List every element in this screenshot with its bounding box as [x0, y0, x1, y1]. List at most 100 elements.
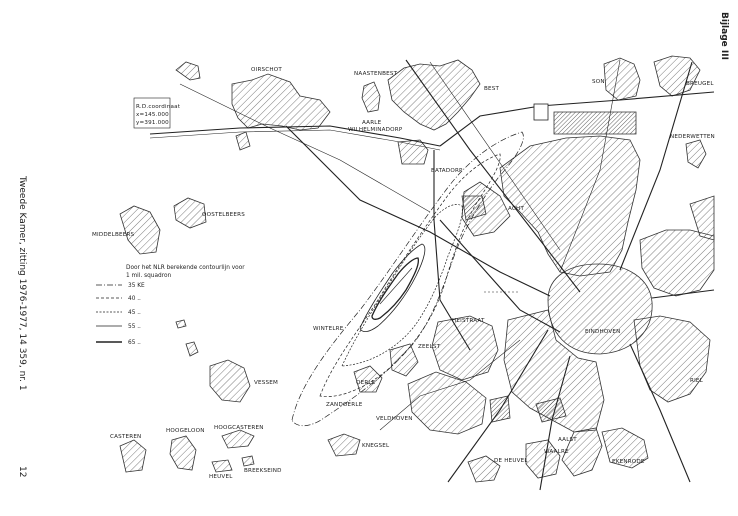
- contour-55: [359, 243, 426, 332]
- label-heistraat: HEISTRAAT: [452, 318, 485, 324]
- roads: [149, 59, 715, 491]
- road-north-east: [619, 61, 693, 271]
- label-heuvel: HEUVEL: [209, 474, 233, 480]
- area-zeelst: [389, 343, 419, 377]
- area-breugel: [653, 55, 701, 97]
- contour-45: [341, 204, 463, 367]
- label-oirschot: OIRSCHOT: [251, 67, 282, 73]
- runway: [379, 267, 413, 305]
- rd-line-3: y=391.000: [136, 120, 169, 126]
- label-oostelbeers: OOSTELBEERS: [202, 212, 245, 218]
- road-nw: [179, 83, 431, 213]
- label-aarle: AARLE: [362, 120, 382, 126]
- area-aarle: [361, 81, 381, 113]
- label-zandoerle: ZANDOERLE: [326, 402, 363, 408]
- legend-label-40: 40 ..: [128, 296, 141, 302]
- dense-field-south: [535, 397, 567, 423]
- noise-contours: [291, 131, 524, 427]
- junction-block: [533, 103, 549, 121]
- area-vessem: [209, 359, 251, 403]
- label-casteren: CASTEREN: [110, 434, 141, 440]
- label-middelbeers: MIDDELBEERS: [92, 232, 135, 238]
- road-east: [651, 289, 715, 299]
- area-de-heuvel: [467, 455, 501, 483]
- railway-south: [439, 219, 561, 333]
- area-small-1: [175, 319, 187, 329]
- label-vessem: VESSEM: [254, 380, 278, 386]
- label-wilhelminadorp: WILHELMINADORP: [348, 127, 403, 133]
- area-hoogcasteren: [221, 429, 255, 449]
- label-best: BEST: [484, 86, 500, 92]
- area-eindhoven-nw: [461, 181, 511, 237]
- label-aalst: AALST: [558, 437, 577, 443]
- area-middelbeers: [119, 205, 161, 255]
- legend-label-65: 65 ..: [128, 340, 141, 346]
- label-breekseind: BREEKSEIND: [244, 468, 282, 474]
- area-aalst: [561, 427, 603, 477]
- label-oerle: OERLE: [356, 380, 376, 386]
- area-best: [387, 59, 481, 131]
- area-eindhoven-east: [639, 229, 715, 297]
- citation-label: Tweede Kamer, zitting 1976-1977, 14 359,…: [17, 175, 27, 391]
- label-nederwetten: NEDERWETTEN: [670, 134, 715, 140]
- rd-line-1: R.D.coordinaat: [136, 104, 181, 110]
- label-hoogeloon: HOOGELOON: [166, 428, 205, 434]
- label-riel: RIEL: [690, 378, 704, 384]
- area-oerle: [353, 365, 383, 393]
- area-oirschot-small: [175, 61, 201, 81]
- legend-heading-2: 1 mil. squadron: [126, 273, 171, 279]
- label-wintelre: WINTELRE: [313, 326, 344, 332]
- area-heuvel: [211, 459, 233, 473]
- road-south-1: [447, 329, 549, 483]
- area-knegsel: [327, 433, 361, 457]
- label-ekenrode: EKENRODE: [612, 459, 645, 465]
- contour-35: [291, 131, 524, 427]
- area-oirschot-2: [235, 131, 251, 151]
- label-veldhoven: VELDHOVEN: [376, 416, 413, 422]
- area-eindhoven-north: [499, 135, 641, 277]
- label-breugel: BREUGEL: [686, 81, 714, 87]
- area-heistraat: [431, 315, 499, 381]
- built-up-areas: [119, 55, 715, 483]
- label-zeelst: ZEELST: [418, 344, 441, 350]
- rd-box-frame: [133, 97, 171, 129]
- label-waalre: WAALRE: [544, 449, 569, 455]
- road-south-2: [539, 355, 571, 491]
- label-batadorp: BATADORP: [431, 168, 463, 174]
- area-breekseind: [241, 455, 255, 467]
- label-hoogcasteren: HOOGCASTEREN: [214, 425, 264, 431]
- area-eindhoven-core: [547, 263, 653, 355]
- area-eindhoven-se: [633, 315, 711, 403]
- label-eindhoven: EINDHOVEN: [585, 329, 621, 335]
- contour-40: [319, 153, 501, 397]
- railway-best: [405, 59, 581, 293]
- place-labels: OIRSCHOT NAASTENBEST BEST SON BREUGEL AA…: [92, 67, 715, 480]
- legend-label-55: 55 ..: [128, 324, 141, 330]
- label-knegsel: KNEGSEL: [362, 443, 390, 449]
- area-wilhelminadorp: [397, 139, 429, 165]
- area-ekenrode: [601, 427, 649, 469]
- legend-label-35: 35 KE: [128, 283, 145, 289]
- label-naastenbest: NAASTENBEST: [354, 71, 398, 77]
- rd-coordinate-box: R.D.coordinaat x=145.000 y=391.000: [133, 97, 181, 129]
- appendix-label: Bijlage III: [719, 12, 729, 60]
- contour-65: [371, 257, 420, 320]
- area-oirschot: [231, 73, 331, 131]
- label-de-heuvel: DE HEUVEL: [494, 458, 528, 464]
- road-southeast: [629, 343, 691, 483]
- area-hoogeloon: [169, 435, 197, 471]
- legend: Door het NLR berekende contourlijn voor …: [96, 265, 245, 346]
- dense-field-north: [553, 111, 637, 135]
- label-acht: ACHT: [508, 206, 524, 212]
- area-casteren: [119, 439, 147, 473]
- area-nederwetten: [685, 139, 707, 169]
- road-northeast-2: [559, 59, 621, 273]
- label-son: SON: [592, 79, 605, 85]
- motorway-west-parallel: [149, 129, 441, 151]
- area-oostelbeers: [173, 197, 207, 229]
- road-oirschot: [285, 125, 551, 297]
- canal: [379, 339, 521, 431]
- road-best-eindhoven: [429, 61, 561, 251]
